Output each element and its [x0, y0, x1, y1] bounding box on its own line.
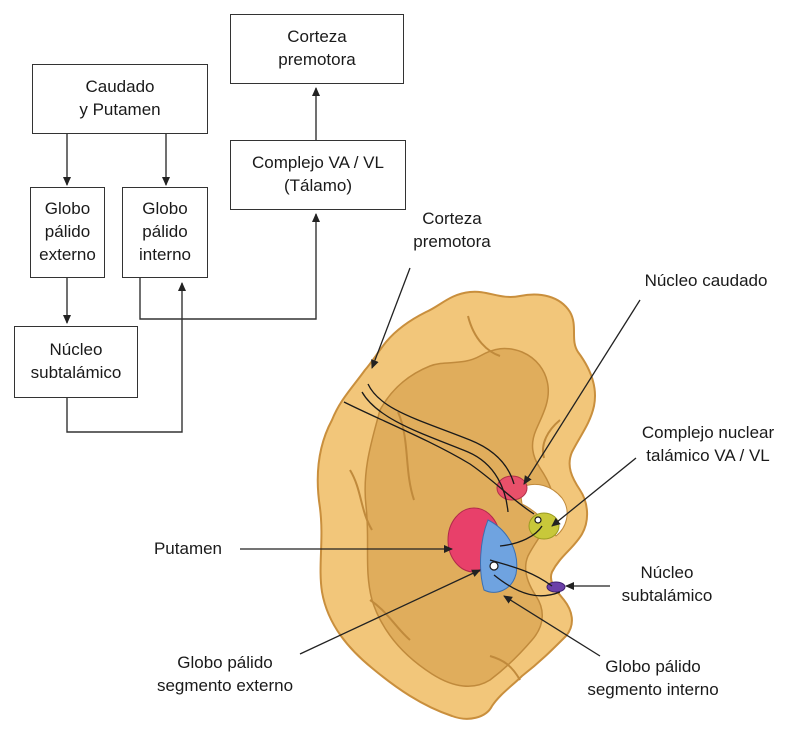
pointer-complejo-nuclear: [552, 458, 636, 526]
label-putamen: Putamen: [140, 538, 236, 561]
pointer-nucleo-caudado: [524, 300, 640, 484]
label-nucleo-caudado: Núcleo caudado: [632, 270, 780, 293]
label-globo-externo: Globo pálido segmento externo: [140, 652, 310, 698]
label-corteza-premotora: Corteza premotora: [404, 208, 500, 254]
pointer-globo-interno: [504, 596, 600, 656]
pointer-globo-externo: [300, 570, 480, 654]
label-globo-interno: Globo pálido segmento interno: [578, 656, 728, 702]
pointer-corteza-premotora: [372, 268, 410, 368]
label-nucleo-subtalamico: Núcleo subtalámico: [612, 562, 722, 608]
label-complejo-nuclear: Complejo nuclear talámico VA / VL: [628, 422, 788, 468]
